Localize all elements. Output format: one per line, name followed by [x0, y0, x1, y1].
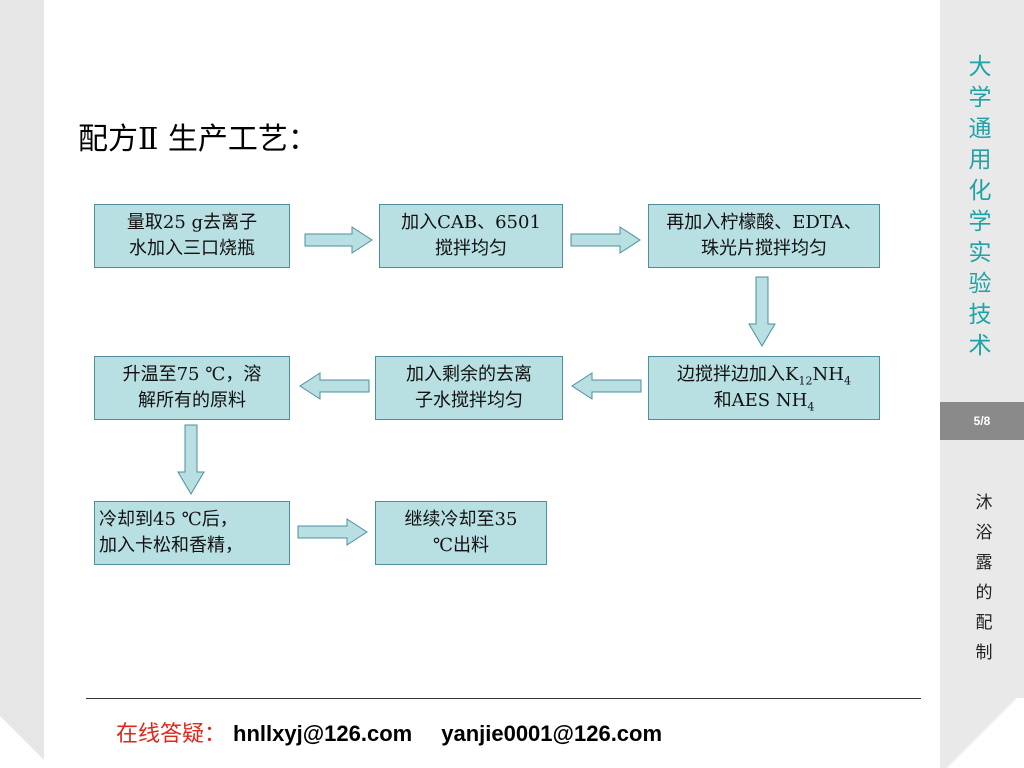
- step-text: 继续冷却至35: [404, 509, 518, 530]
- process-step-2: 加入CAB、6501 搅拌均匀: [379, 204, 563, 268]
- step-text: 解所有的原料: [137, 390, 246, 411]
- course-title-char: 术: [968, 333, 992, 359]
- course-title-char: 通: [968, 116, 992, 142]
- step-text: NH: [812, 364, 844, 385]
- arrow-down-icon: [748, 276, 776, 347]
- course-title-char: 化: [968, 178, 992, 204]
- process-step-8: 继续冷却至35 ℃出料: [375, 501, 547, 565]
- process-step-7: 冷却到45 ℃后， 加入卡松和香精，: [94, 501, 290, 565]
- step-text: 加入CAB、6501: [401, 212, 541, 233]
- step-text: 边搅拌边加入K: [677, 364, 799, 385]
- arrow-right-icon: [304, 226, 373, 254]
- topic-title: 沐 浴 露 的 配 制: [968, 488, 1000, 668]
- topic-title-char: 浴: [975, 523, 993, 543]
- course-title-char: 大: [968, 54, 992, 80]
- footer-divider: [86, 698, 921, 699]
- topic-title-char: 制: [975, 643, 993, 663]
- step-text: 升温至75 ℃，溶: [122, 364, 262, 385]
- footer-label: 在线答疑：: [116, 722, 227, 747]
- course-title-char: 用: [968, 147, 992, 173]
- arrow-down-icon: [177, 424, 205, 495]
- step-text: 搅拌均匀: [435, 238, 507, 259]
- step-text: 子水搅拌均匀: [415, 390, 523, 411]
- topic-title-char: 沐: [975, 493, 993, 513]
- process-step-3: 再加入柠檬酸、EDTA、珠光片搅拌均匀: [648, 204, 880, 268]
- course-title: 大 学 通 用 化 学 实 验 技 术: [962, 52, 998, 362]
- course-title-char: 验: [968, 271, 992, 297]
- topic-title-char: 配: [975, 613, 993, 633]
- arrow-right-icon: [297, 518, 368, 546]
- topic-title-char: 的: [975, 583, 993, 603]
- course-title-char: 实: [968, 240, 992, 266]
- footer-email-2[interactable]: yanjie0001@126.com: [441, 721, 663, 746]
- step-text: ℃出料: [432, 535, 490, 556]
- step-text: 和AES NH: [713, 390, 808, 411]
- slide-title: 配方Ⅱ 生产工艺：: [78, 122, 318, 157]
- course-title-char: 技: [968, 302, 992, 328]
- process-step-4: 边搅拌边加入K12NH4 和AES NH4: [648, 356, 880, 420]
- process-step-6: 升温至75 ℃，溶解所有的原料: [94, 356, 290, 420]
- step-text: 再加入柠檬酸、EDTA、: [666, 212, 862, 233]
- step-subscript: 4: [843, 374, 851, 388]
- course-title-char: 学: [968, 85, 992, 111]
- process-step-5: 加入剩余的去离子水搅拌均匀: [375, 356, 563, 420]
- process-step-1: 量取25 g去离子水加入三口烧瓶: [94, 204, 290, 268]
- page-curl-right: [940, 698, 1024, 768]
- step-text: 水加入三口烧瓶: [129, 238, 255, 259]
- step-text: 珠光片搅拌均匀: [701, 238, 827, 259]
- step-text: 加入剩余的去离: [406, 364, 532, 385]
- right-sidebar: [940, 0, 1024, 768]
- step-text: 加入卡松和香精，: [99, 535, 243, 556]
- step-subscript: 4: [807, 400, 815, 414]
- step-text: 冷却到45 ℃后，: [99, 509, 238, 530]
- footer-contact: 在线答疑： hnllxyj@126.com yanjie0001@126.com: [116, 716, 662, 748]
- footer-email-1[interactable]: hnllxyj@126.com: [233, 721, 413, 746]
- page-curl-left: [0, 708, 44, 768]
- step-subscript: 12: [798, 374, 813, 388]
- page-indicator[interactable]: 5/8: [940, 402, 1024, 440]
- arrow-left-icon: [299, 372, 370, 400]
- course-title-char: 学: [968, 209, 992, 235]
- arrow-left-icon: [571, 372, 642, 400]
- topic-title-char: 露: [975, 553, 993, 573]
- arrow-right-icon: [570, 226, 641, 254]
- step-text: 量取25 g去离子: [126, 212, 258, 233]
- left-margin: [0, 0, 44, 768]
